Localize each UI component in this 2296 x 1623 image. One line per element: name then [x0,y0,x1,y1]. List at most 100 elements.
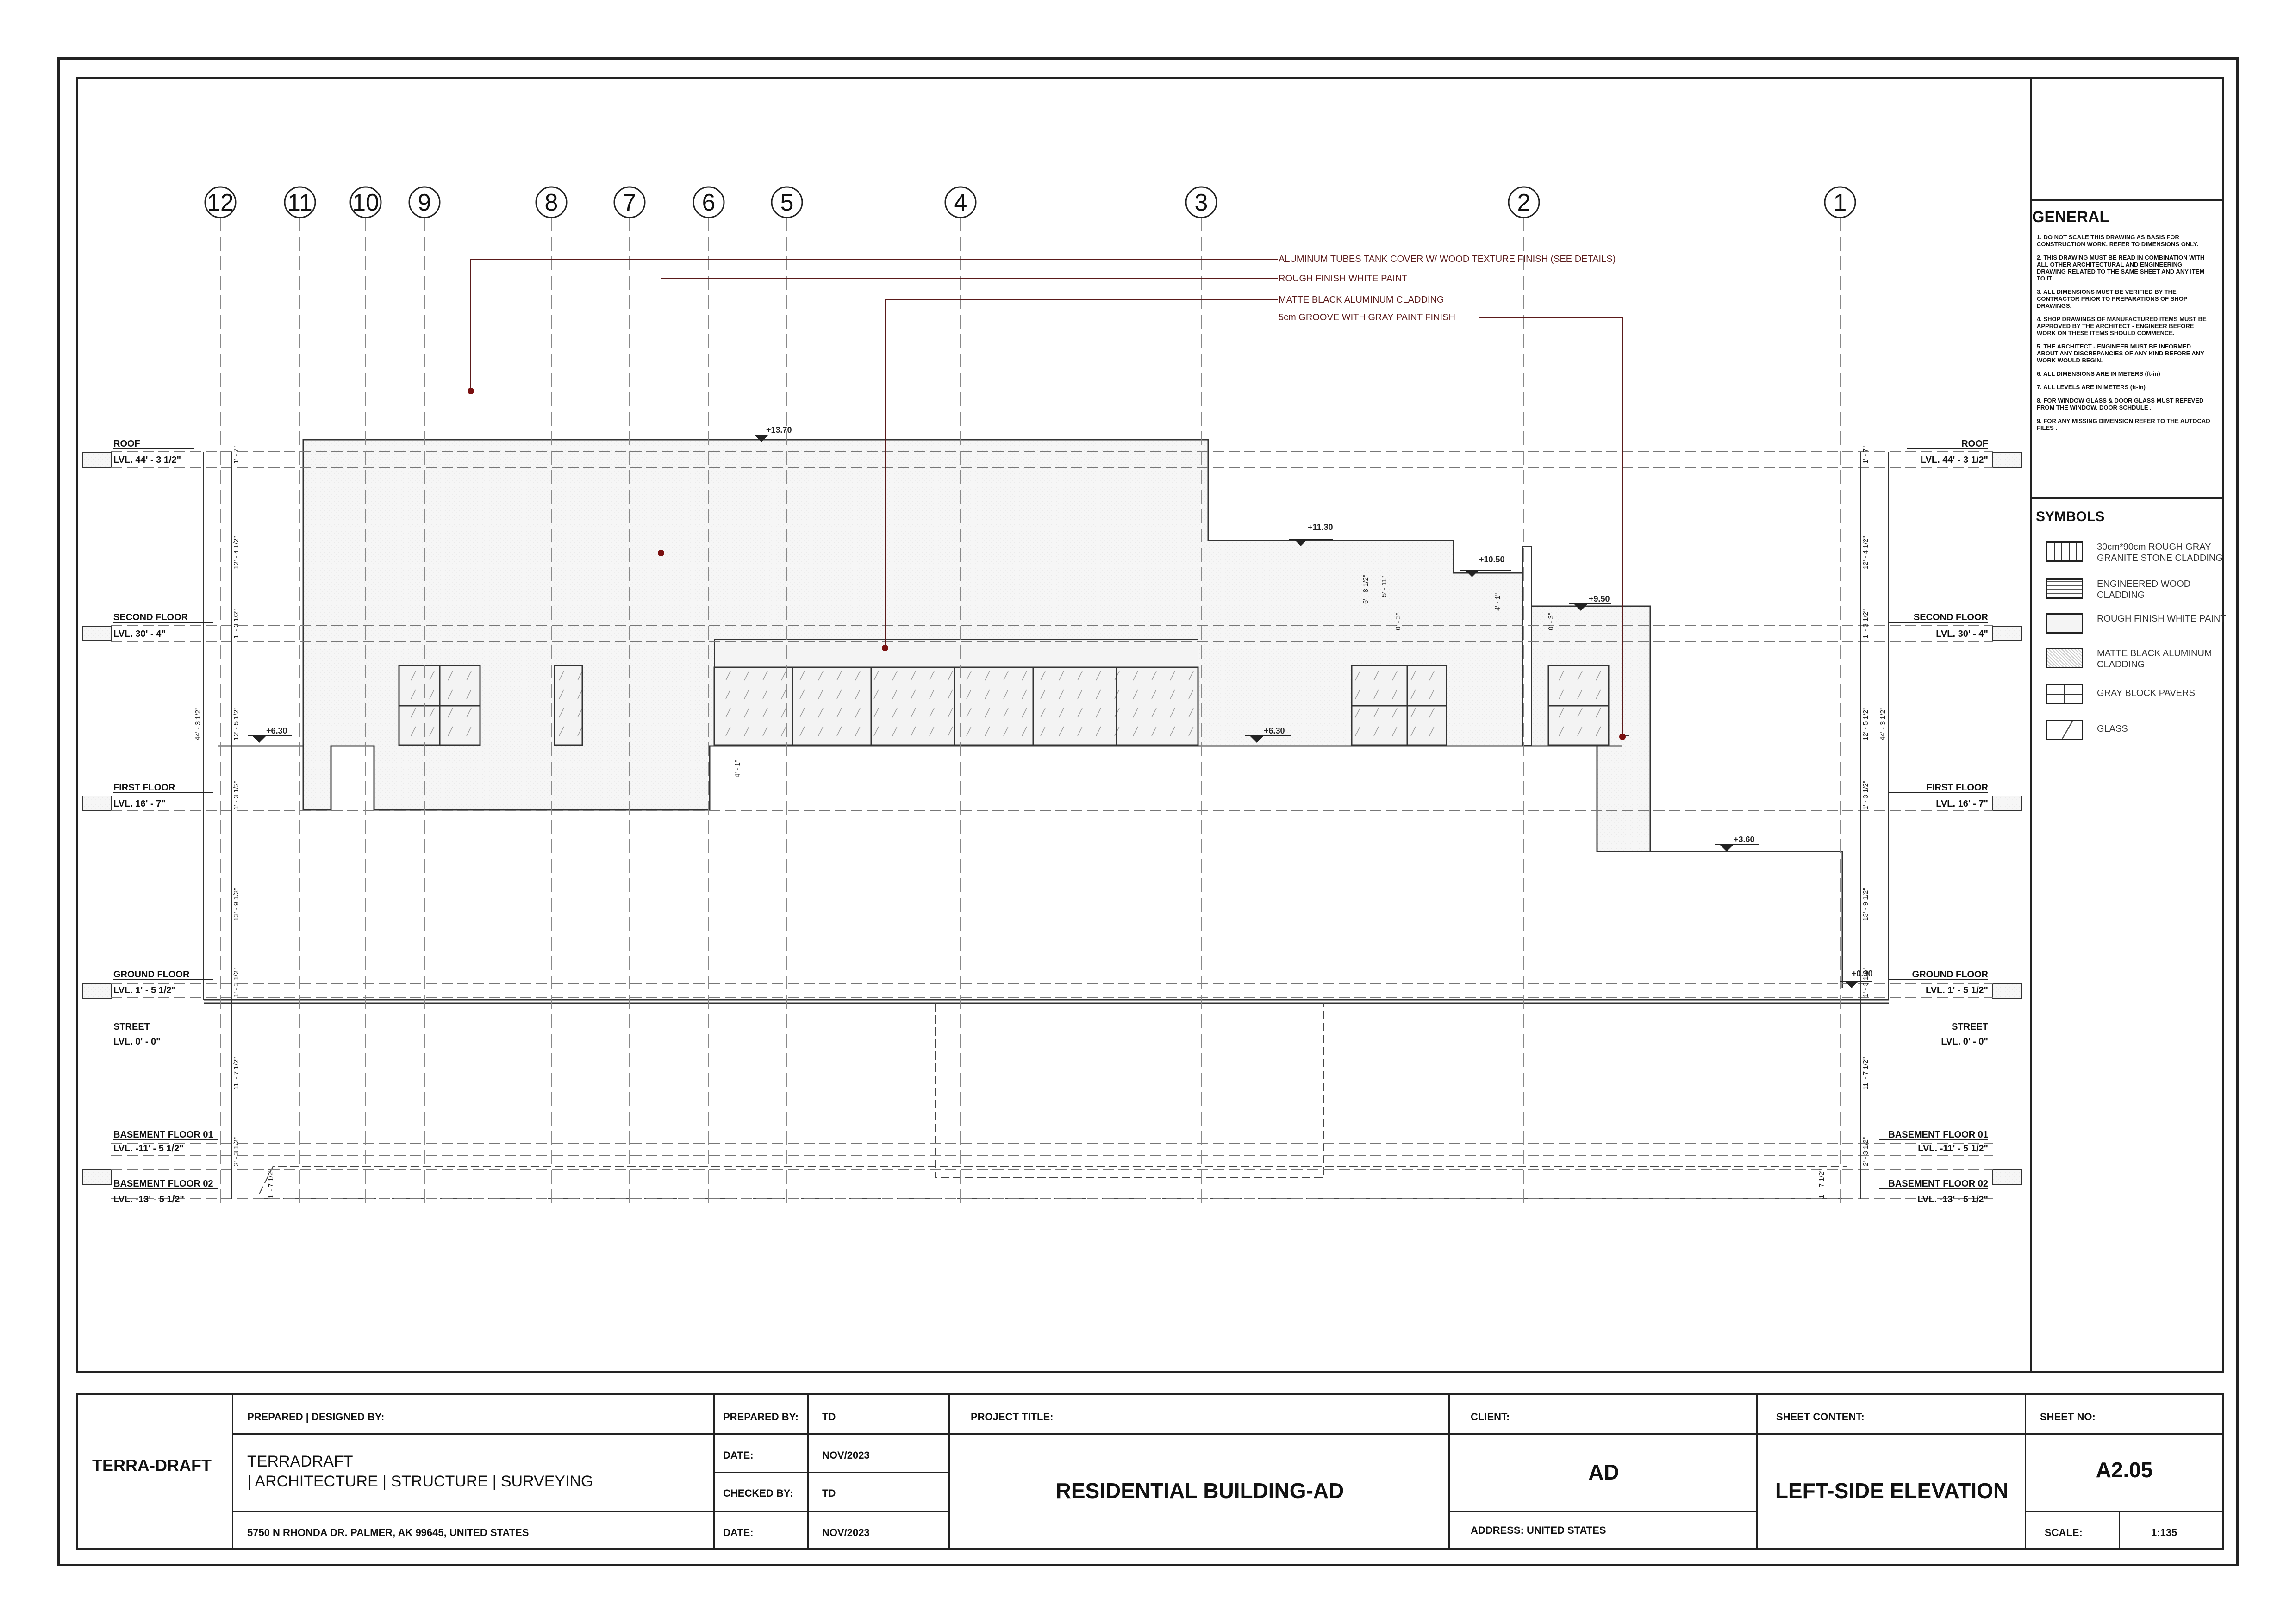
general-notes-list: 1. DO NOT SCALE THIS DRAWING AS BASIS FO… [2037,234,2213,438]
sheet-content-cell: SHEET CONTENT: LEFT-SIDE ELEVATION [1758,1395,2026,1549]
right-dimension: 1' - 3 1/2" [1862,609,1870,639]
level-value-right: LVL. 30' - 4" [1936,629,1988,639]
spot-level: +6.30 [266,726,287,735]
grid-bubble-1 [1824,186,1856,218]
date-label: DATE: [723,1449,754,1461]
symbol-row: GLASS [2046,720,2231,740]
level-value-left: LVL. 44' - 3 1/2" [113,455,181,465]
prepared-designed-label: PREPARED | DESIGNED BY: [247,1411,385,1423]
symbol-row: 30cm*90cm ROUGH GRAY GRANITE STONE CLADD… [2046,541,2231,564]
right-dimension: 13' - 9 1/2" [1862,888,1870,921]
level-lines [111,451,1993,1199]
spot-level: +10.50 [1479,555,1505,564]
left-dimension: 44' - 3 1/2" [194,707,202,740]
symbol-row: GRAY BLOCK PAVERS [2046,684,2231,704]
vertical-fin [1522,546,1532,746]
firm-name: TERRADRAFT [247,1453,353,1470]
date2-value: NOV/2023 [822,1527,870,1538]
project-title-cell: PROJECT TITLE: RESIDENTIAL BUILDING-AD [950,1395,1450,1549]
grid-bubble-6 [693,186,725,218]
grid-bubble-5 [771,186,803,218]
drawing-area-border [76,77,2224,1373]
level-value-left: LVL. -11' - 5 1/2" [113,1144,184,1154]
mid-dimension: 6' - 8 1/2" [1362,575,1370,604]
level-value-right: LVL. -13' - 5 1/2" [1917,1194,1988,1205]
mid-dimension: 4' - 1" [734,760,742,777]
symbol-row: MATTE BLACK ALUMINUM CLADDING [2046,648,2231,670]
left-dimension: 1' - 3 1/2" [232,609,240,639]
level-name-left: BASEMENT FLOOR 01 [113,1130,213,1140]
aluminum-cladding-icon [2046,648,2083,668]
left-dimension: 11' - 7 1/2" [232,1057,240,1090]
client-cell: CLIENT: AD ADDRESS: UNITED STATES [1450,1395,1758,1549]
mid-dimension: 5' - 11" [1380,576,1388,597]
general-notes-section [2030,199,2224,201]
symbol-label: ENGINEERED WOOD CLADDING [2097,579,2191,600]
grid-label: 3 [1195,189,1208,216]
general-note: 5. THE ARCHITECT - ENGINEER MUST BE INFO… [2037,343,2204,364]
spot-level: +6.30 [1264,726,1285,735]
curtain-wall [713,666,1199,746]
right-dimension: 12' - 4 1/2" [1862,536,1870,569]
client-label: CLIENT: [1471,1411,1510,1423]
symbol-label: GRAY BLOCK PAVERS [2097,688,2195,698]
left-dimension: 12' - 4 1/2" [232,536,240,569]
mid-dimension: 4' - 1" [1494,593,1502,611]
level-name-right: BASEMENT FLOOR 02 [1888,1179,1988,1189]
grid-bubble-7 [613,186,646,218]
left-dimension: 12' - 5 1/2" [232,707,240,740]
general-note: 3. ALL DIMENSIONS MUST BE VERIFIED BY TH… [2037,288,2188,309]
level-value-left: LVL. 30' - 4" [113,629,166,639]
left-dimension: 13' - 9 1/2" [232,888,240,921]
right-dimension: 1' - 7 1/2" [1818,1169,1826,1199]
level-name-right: GROUND FLOOR [1912,970,1989,980]
general-note: 1. DO NOT SCALE THIS DRAWING AS BASIS FO… [2037,234,2198,248]
mid-dimension: 0' - 3" [1394,613,1402,630]
wood-cladding-icon [2046,578,2083,599]
firm-services: | ARCHITECTURE | STRUCTURE | SURVEYING [247,1473,593,1490]
left-dimension: 1' - 7" [232,446,240,464]
symbol-label: ROUGH FINISH WHITE PAINT [2097,614,2226,624]
firm-logo: TERRA-DRAFT [92,1456,212,1475]
spot-level: +0.30 [1852,969,1873,978]
symbol-row: ROUGH FINISH WHITE PAINT [2046,613,2231,634]
level-value-left: LVL. 16' - 7" [113,799,166,809]
firm-address: 5750 N RHONDA DR. PALMER, AK 99645, UNIT… [247,1527,529,1538]
grid-label: 8 [545,189,558,216]
grid-bubble-11 [284,186,316,218]
grid-bubble-4 [944,186,977,218]
left-dimension: 1' - 3 1/2" [232,968,240,997]
annotation-label: 5cm GROOVE WITH GRAY PAINT FINISH [1279,312,1455,323]
level-name-left: FIRST FLOOR [113,783,175,793]
granite-cladding-icon [2046,541,2083,562]
grid-bubble-12 [204,186,237,218]
symbol-label: 30cm*90cm ROUGH GRAY GRANITE STONE CLADD… [2097,542,2223,563]
grid-label: 7 [623,189,636,216]
grid-label: 2 [1517,189,1531,216]
spot-level: +13.70 [766,425,792,435]
grid-bubble-2 [1508,186,1540,218]
level-name-right: BASEMENT FLOOR 01 [1888,1130,1988,1140]
level-name-right: SECOND FLOOR [1914,612,1989,622]
right-dimension: 1' - 3 1/2" [1862,968,1870,997]
block-pavers-icon [2046,684,2083,704]
grid-label: 1 [1834,189,1847,216]
left-dimension: 1' - 3 1/2" [232,781,240,810]
right-dimension: 1' - 7" [1862,446,1870,464]
client-address: ADDRESS: UNITED STATES [1471,1524,1606,1536]
sheet-outer-border [57,57,2239,1566]
level-name-left: SECOND FLOOR [113,612,188,622]
general-note: 9. FOR ANY MISSING DIMENSION REFER TO TH… [2037,417,2210,431]
general-note: 6. ALL DIMENSIONS ARE IN METERS (ft-in) [2037,370,2160,377]
symbols-title: SYMBOLS [2036,509,2105,524]
level-name-left: ROOF [113,439,140,449]
level-value-right: LVL. 1' - 5 1/2" [1926,985,1988,995]
client-name: AD [1588,1460,1619,1484]
annotation-label: ROUGH FINISH WHITE PAINT [1279,274,1408,284]
grid-label: 10 [352,189,379,216]
sheet-no-cell: SHEET NO: A2.05 SCALE: 1:135 [2026,1395,2222,1549]
sheet-content-label: SHEET CONTENT: [1776,1411,1865,1423]
grid-label: 4 [954,189,967,216]
checked-by-value: TD [822,1487,836,1499]
